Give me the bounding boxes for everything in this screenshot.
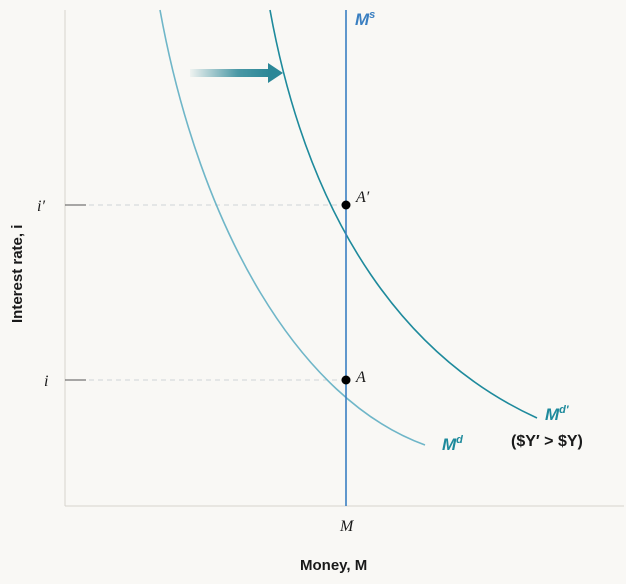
income-condition-label: ($Y′ > $Y): [511, 433, 583, 450]
shift-arrow: [190, 63, 283, 83]
money-demand-curve: [159, 9, 426, 446]
money-demand-curve-shifted: [269, 9, 538, 419]
money-demand-shifted-label: Md′: [545, 404, 570, 424]
x-axis-title: Money, M: [300, 557, 367, 574]
x-tick-label-m: M: [339, 518, 355, 535]
y-axis-title: Interest rate, i: [9, 225, 26, 323]
money-demand-label: Md: [442, 434, 463, 454]
equilibrium-point-a: [341, 375, 351, 385]
point-label-a: A: [355, 369, 366, 386]
y-tick-label-i-prime: i′: [37, 198, 45, 215]
money-supply-label: Ms: [355, 9, 375, 29]
y-tick-label-i: i: [44, 373, 48, 390]
equilibrium-point-a-prime: [341, 200, 351, 210]
point-label-a-prime: A′: [355, 189, 370, 206]
